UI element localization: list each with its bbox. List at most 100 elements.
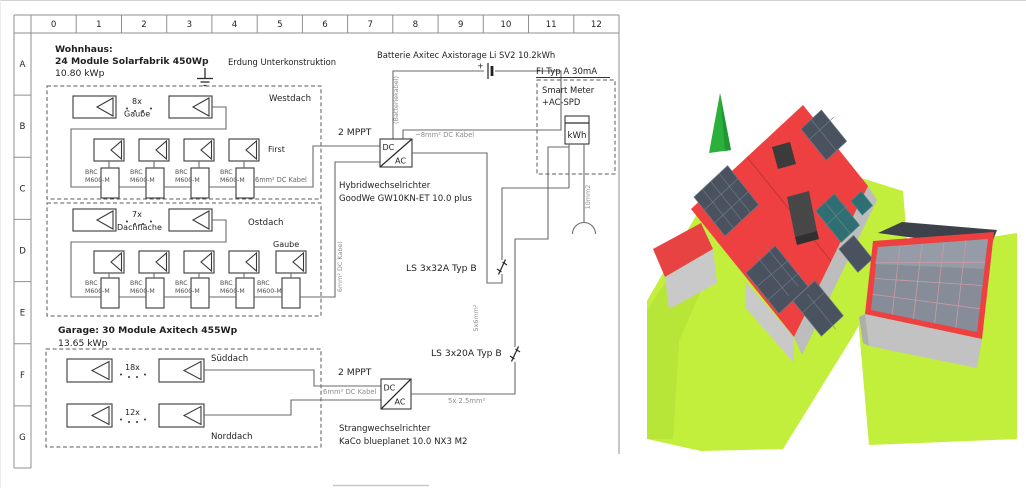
battery-dc-cable-label: ~8mm² DC Kabel xyxy=(415,131,474,139)
grid-frame: 0 1 2 3 4 5 6 7 8 9 10 11 12 A B C D E F… xyxy=(13,14,620,469)
garage-sued-count: 18x xyxy=(125,363,140,372)
westdach-cable-label: 6mm² DC Kabel xyxy=(255,176,307,184)
row-header: F xyxy=(20,371,25,381)
battery-cable-label: (Batteriekabel) xyxy=(392,76,400,124)
pv-module xyxy=(183,138,215,162)
annex-roof xyxy=(653,223,713,277)
kaco-dc-label: DC xyxy=(384,384,396,393)
string-inverter: 2 MPPT DC AC Strangwechselrichter KaCo b… xyxy=(338,146,569,447)
grid-row-headers: A B C D E F G xyxy=(19,60,26,443)
pv-module xyxy=(275,250,307,274)
pv-module xyxy=(158,403,205,428)
pv-module xyxy=(158,358,205,383)
col-header: 3 xyxy=(187,20,192,30)
hybrid-dc-label: DC xyxy=(383,143,395,152)
pv-module xyxy=(228,250,260,274)
hybrid-breaker-label: LS 3x32A Typ B xyxy=(406,263,477,274)
brc-label: M600-M xyxy=(130,288,155,295)
brc-label: BRC xyxy=(257,280,270,287)
garage-front-wall xyxy=(865,314,982,368)
brc-label: M600-M xyxy=(85,288,110,295)
brc-label: M600-M xyxy=(257,288,282,295)
circuit-breaker-icon xyxy=(509,345,521,363)
chimney-large xyxy=(787,191,817,237)
ostdach-box: Ostdach 7x Dachfläche Gaube BRC M600-M B… xyxy=(46,161,380,317)
brc-label: BRC xyxy=(175,280,188,287)
battery-plus-sign: + xyxy=(477,62,484,71)
pv-module xyxy=(66,358,113,383)
row-header: A xyxy=(20,60,26,70)
garage-nord-label: Norddach xyxy=(211,432,252,442)
ellipsis-dots xyxy=(120,418,146,423)
brc-label: M600-M xyxy=(220,177,245,184)
wohnhaus-header: Wohnhaus: 24 Module Solarfabrik 450Wp 10… xyxy=(55,44,336,87)
garage-box: Garage: 30 Module Axitech 455Wp 13.65 kW… xyxy=(45,325,381,448)
chimney xyxy=(772,142,796,169)
pv-module xyxy=(228,138,260,162)
ground-shade xyxy=(647,249,713,439)
smart-meter: FI Typ A 30mA Smart Meter +AC-SPD kWh 10… xyxy=(536,67,616,235)
col-header: 4 xyxy=(232,20,237,30)
pv-module xyxy=(168,95,213,119)
ellipsis-dots xyxy=(120,373,146,378)
brc-label: BRC xyxy=(85,280,98,287)
col-header: 7 xyxy=(367,20,372,30)
westdach-label: Westdach xyxy=(269,94,311,104)
tree-shade xyxy=(720,93,731,151)
col-header: 8 xyxy=(413,20,418,30)
brc-label: M600-M xyxy=(85,177,110,184)
grid-connection-arc xyxy=(571,222,597,235)
annex-wall xyxy=(665,249,717,309)
ostdach-count: 7x xyxy=(132,210,142,219)
ostdach-area: Dachfläche xyxy=(117,223,162,232)
wohnhaus-title: Wohnhaus: xyxy=(55,44,113,55)
garage-pv-grid xyxy=(872,240,986,328)
ostdach-gaube-label: Gaube xyxy=(273,240,299,249)
house-wall-southwest xyxy=(745,281,794,363)
row-header: B xyxy=(20,122,26,132)
col-header: 10 xyxy=(500,20,511,30)
brc-label: BRC xyxy=(130,169,143,176)
brc-label: BRC xyxy=(130,280,143,287)
garage-3d-render xyxy=(859,222,997,368)
row-header: E xyxy=(20,309,25,319)
brc-label: M600-M xyxy=(130,177,155,184)
garage-nord-count: 12x xyxy=(125,408,140,417)
pv-module xyxy=(138,138,170,162)
pv-module xyxy=(93,138,125,162)
westdach-box: Westdach 8x Gaube First BRC M600-M BRC M… xyxy=(46,85,380,200)
brc-label: BRC xyxy=(85,169,98,176)
westdach-count: 8x xyxy=(132,97,142,106)
chimney-large-side xyxy=(795,231,819,245)
circuit-breaker-icon xyxy=(496,258,508,276)
kaco-ac-label: AC xyxy=(395,398,406,407)
ostdach-label: Ostdach xyxy=(248,218,284,228)
garage-pv-sheen xyxy=(875,239,988,269)
col-header: 1 xyxy=(96,20,101,30)
battery-circuit: Batterie Axitec Axistorage Li SV2 10.2kW… xyxy=(377,50,562,139)
col-header: 2 xyxy=(141,20,146,30)
brc-label: BRC xyxy=(175,169,188,176)
ground-symbol-icon xyxy=(197,68,213,87)
col-header: 9 xyxy=(458,20,463,30)
hybrid-ac-label: AC xyxy=(395,157,406,166)
brc-label: M600-M xyxy=(220,288,245,295)
pv-array-west-grid xyxy=(702,173,836,330)
pv-module xyxy=(168,208,213,232)
pv-module xyxy=(72,208,117,232)
westdach-area: Gaube xyxy=(124,110,150,119)
ellipsis-dots xyxy=(126,107,152,112)
hybrid-name-line2: GoodWe GW10KN-ET 10.0 plus xyxy=(339,194,472,204)
microinverter-box xyxy=(281,277,301,309)
brc-label: BRC xyxy=(220,169,233,176)
roof-ridge xyxy=(746,156,832,262)
meter-line2: +AC-SPD xyxy=(542,97,580,107)
kaco-breaker-label: LS 3x20A Typ B xyxy=(431,348,502,359)
col-header: 0 xyxy=(51,20,56,30)
ellipsis-dots xyxy=(126,220,152,225)
garage-left-wall xyxy=(859,314,869,346)
col-header: 11 xyxy=(546,20,557,30)
garage-title: Garage: 30 Module Axitech 455Wp xyxy=(58,325,238,336)
